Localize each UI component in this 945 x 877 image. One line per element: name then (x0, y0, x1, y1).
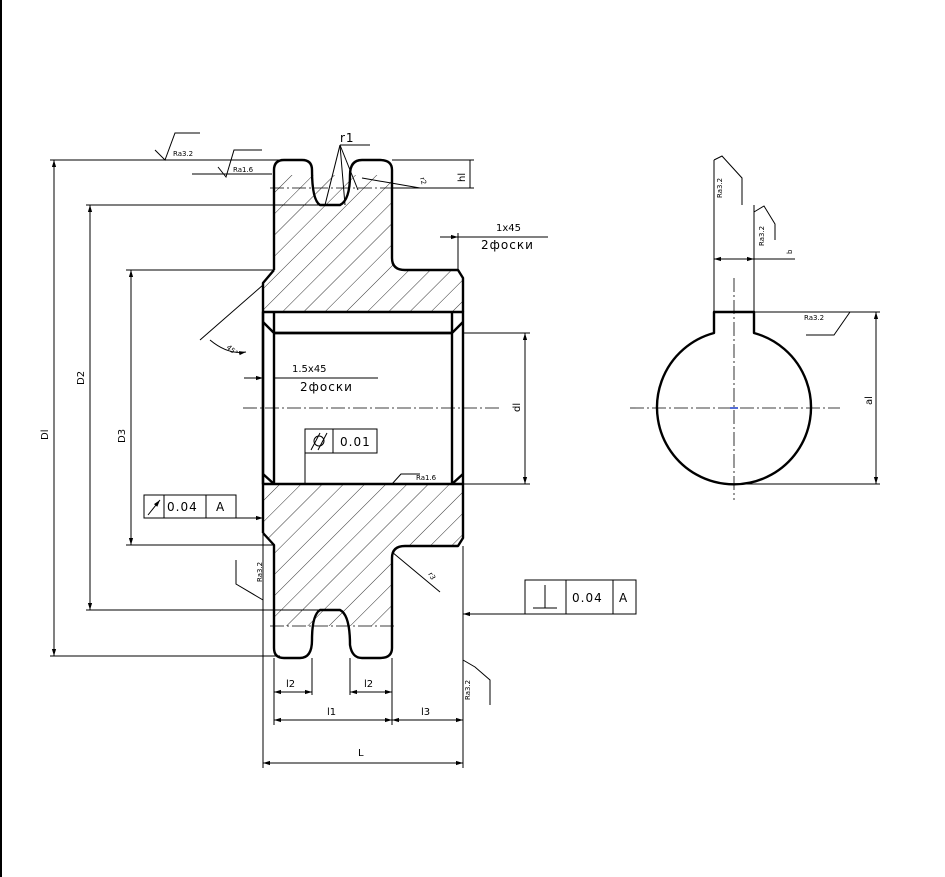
perpendicularity-frame: 0.04 A (524, 579, 637, 615)
perpendicularity-value: 0.04 (572, 591, 603, 605)
bore-chamfers (262, 312, 464, 485)
cylindricity-icon (310, 432, 328, 451)
dim-b: b (786, 249, 794, 254)
lower-hatch (263, 484, 463, 626)
roughness-bore: Ra1.6 (416, 474, 437, 482)
dim-r1: r1 (340, 131, 355, 145)
dim-Dl: Dl (40, 430, 51, 440)
roughness-right-face: Ra3.2 (464, 680, 472, 700)
roughness-tooth-tip: Ra1.6 (233, 166, 254, 174)
runout-value: 0.04 (167, 500, 198, 514)
runout-arrow-icon (147, 499, 161, 516)
dim-angle-45: 45° (225, 343, 240, 357)
dim-al: al (864, 396, 875, 405)
perpendicularity-datum: A (619, 591, 628, 605)
dim-hl: hl (457, 173, 468, 182)
roughness-key-top: Ra3.2 (716, 178, 724, 198)
cylindricity-value: 0.01 (340, 435, 371, 449)
roughness-flank-left: Ra3.2 (256, 562, 264, 582)
upper-outline (272, 158, 465, 312)
dim-D3: D3 (117, 429, 128, 443)
dim-l1: l1 (327, 707, 336, 718)
perpendicularity-icon (533, 585, 557, 609)
cylindricity-frame: 0.01 (304, 428, 378, 454)
dim-l2-right: l2 (364, 679, 373, 690)
runout-datum: A (216, 500, 225, 514)
roughness-top-left: Ra3.2 (173, 150, 193, 158)
dim-L: L (358, 748, 364, 759)
upper-hatch (263, 175, 463, 312)
section-dimensions (50, 144, 548, 768)
chamfer-bore-count: 2фоски (300, 380, 353, 394)
bore-outline (261, 310, 465, 486)
chamfer-bore-size: 1.5x45 (292, 364, 327, 375)
chamfer-top-size: 1x45 (496, 223, 521, 234)
keyed-bore-outline (655, 310, 813, 486)
sprocket-section-view (243, 158, 500, 660)
dim-l2-left: l2 (286, 679, 295, 690)
roughness-key-right: Ra3.2 (804, 314, 824, 322)
chamfer-top-count: 2фоски (481, 238, 534, 252)
dim-dl: dl (512, 403, 523, 412)
roughness-key-side: Ra3.2 (758, 226, 766, 246)
lower-outline (262, 484, 465, 660)
dim-r3: r3 (426, 571, 437, 581)
section-roughness-symbols (154, 132, 491, 705)
sprocket-end-view (630, 155, 880, 500)
dim-l3: l3 (421, 707, 430, 718)
dim-D2: D2 (76, 371, 87, 385)
dim-r2: r2 (418, 176, 428, 185)
runout-frame: 0.04 A (143, 494, 237, 519)
